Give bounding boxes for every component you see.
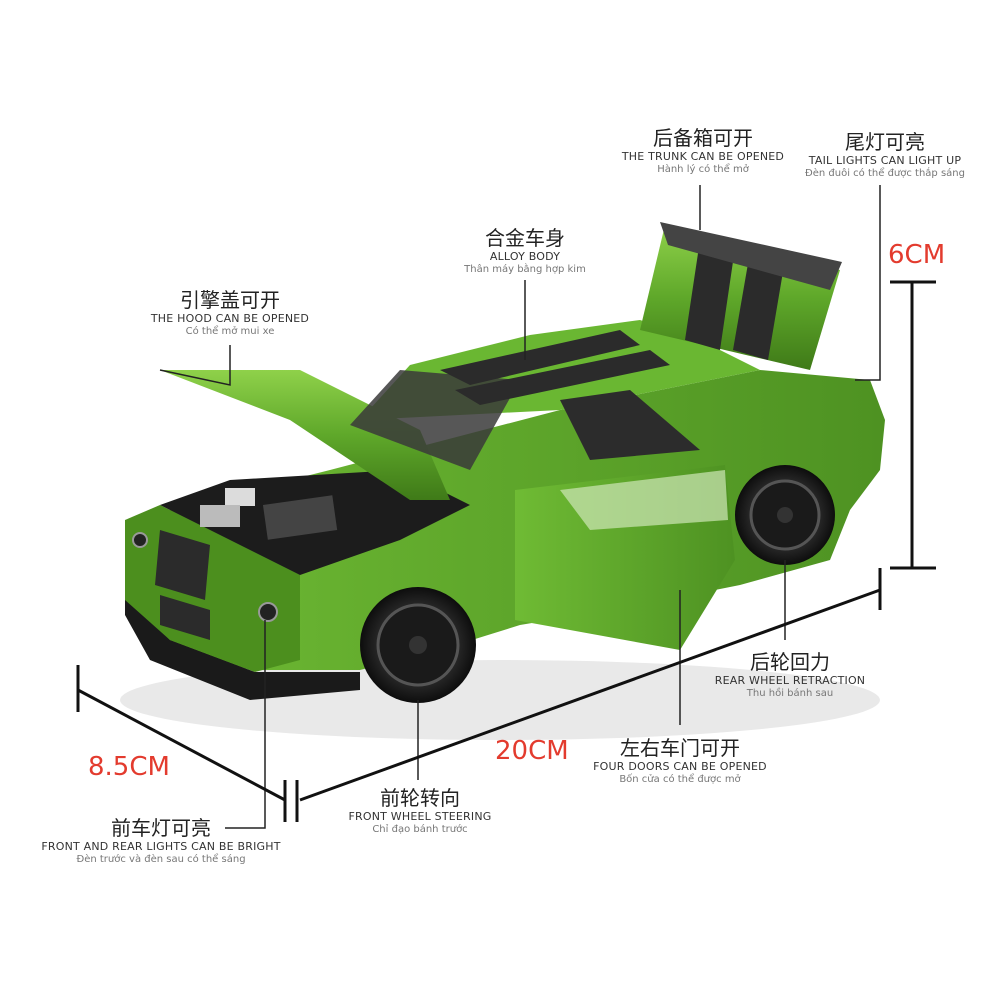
car-body-side [125, 370, 885, 670]
dimension-height: 6CM [888, 240, 946, 270]
label-trunk: 后备箱可开 THE TRUNK CAN BE OPENED Hành lý có… [598, 126, 808, 176]
label-steer-en: FRONT WHEEL STEERING [348, 810, 492, 823]
label-body-vi: Thân máy bằng hợp kim [464, 264, 586, 275]
label-tail-lights: 尾灯可亮 TAIL LIGHTS CAN LIGHT UP Đèn đuôi c… [780, 130, 990, 180]
trunk-stripe-2 [733, 252, 785, 360]
trunk-stripe-1 [685, 240, 735, 350]
label-doors-vi: Bốn cửa có thể được mở [619, 774, 741, 785]
label-tail-en: TAIL LIGHTS CAN LIGHT UP [808, 154, 962, 167]
engine-block [262, 495, 338, 540]
label-trunk-vi: Hành lý có thể mở [657, 164, 749, 175]
label-rear-en: REAR WHEEL RETRACTION [714, 674, 866, 687]
label-lights: 前车灯可亮 FRONT AND REAR LIGHTS CAN BE BRIGH… [30, 816, 292, 866]
front-stripe-lower [160, 595, 210, 640]
label-steer-zh: 前轮转向 [380, 786, 460, 810]
label-lights-vi: Đèn trước và đèn sau có thể sáng [76, 854, 246, 865]
side-window [560, 390, 700, 460]
label-tail-zh: 尾灯可亮 [845, 130, 925, 154]
label-hood-zh: 引擎盖可开 [180, 288, 280, 312]
roof-stripe-1 [440, 330, 640, 385]
front-wheel [360, 587, 476, 703]
label-lights-zh: 前车灯可亮 [111, 816, 211, 840]
rear-spoiler [660, 222, 842, 290]
label-doors-zh: 左右车门可开 [620, 736, 740, 760]
label-trunk-zh: 后备箱可开 [653, 126, 753, 150]
headlight-right [258, 602, 278, 622]
label-trunk-en: THE TRUNK CAN BE OPENED [621, 150, 785, 163]
roof-stripe-2 [455, 350, 670, 405]
label-body-en: ALLOY BODY [489, 250, 561, 263]
label-body-zh: 合金车身 [485, 226, 565, 250]
label-hood-vi: Có thể mở mui xe [185, 326, 275, 337]
length-bar [299, 588, 881, 802]
open-hood [160, 370, 450, 500]
engine-cover [200, 505, 240, 527]
label-rear-wheel: 后轮回力 REAR WHEEL RETRACTION Thu hồi bánh … [690, 650, 890, 700]
label-tail-vi: Đèn đuôi có thể được thắp sáng [805, 168, 965, 179]
battery [225, 488, 255, 506]
headlight-left [132, 532, 148, 548]
dimension-width: 8.5CM [88, 752, 170, 782]
front-stripe [155, 530, 210, 600]
label-rear-zh: 后轮回力 [750, 650, 830, 674]
width-bar [77, 688, 286, 802]
door-window [560, 470, 728, 530]
dimension-length: 20CM [495, 736, 569, 766]
label-hood-en: THE HOOD CAN BE OPENED [150, 312, 310, 325]
label-lights-en: FRONT AND REAR LIGHTS CAN BE BRIGHT [41, 840, 281, 853]
label-rear-vi: Thu hồi bánh sau [746, 688, 834, 699]
label-doors: 左右车门可开 FOUR DOORS CAN BE OPENED Bốn cửa … [580, 736, 780, 786]
label-hood: 引擎盖可开 THE HOOD CAN BE OPENED Có thể mở m… [130, 288, 330, 338]
front-splitter [125, 595, 360, 700]
rear-wheel [735, 465, 835, 565]
label-alloy-body: 合金车身 ALLOY BODY Thân máy bằng hợp kim [425, 226, 625, 276]
label-steer-vi: Chỉ đạo bánh trước [372, 824, 468, 835]
label-front-steering: 前轮转向 FRONT WHEEL STEERING Chỉ đạo bánh t… [320, 786, 520, 836]
label-doors-en: FOUR DOORS CAN BE OPENED [593, 760, 767, 773]
